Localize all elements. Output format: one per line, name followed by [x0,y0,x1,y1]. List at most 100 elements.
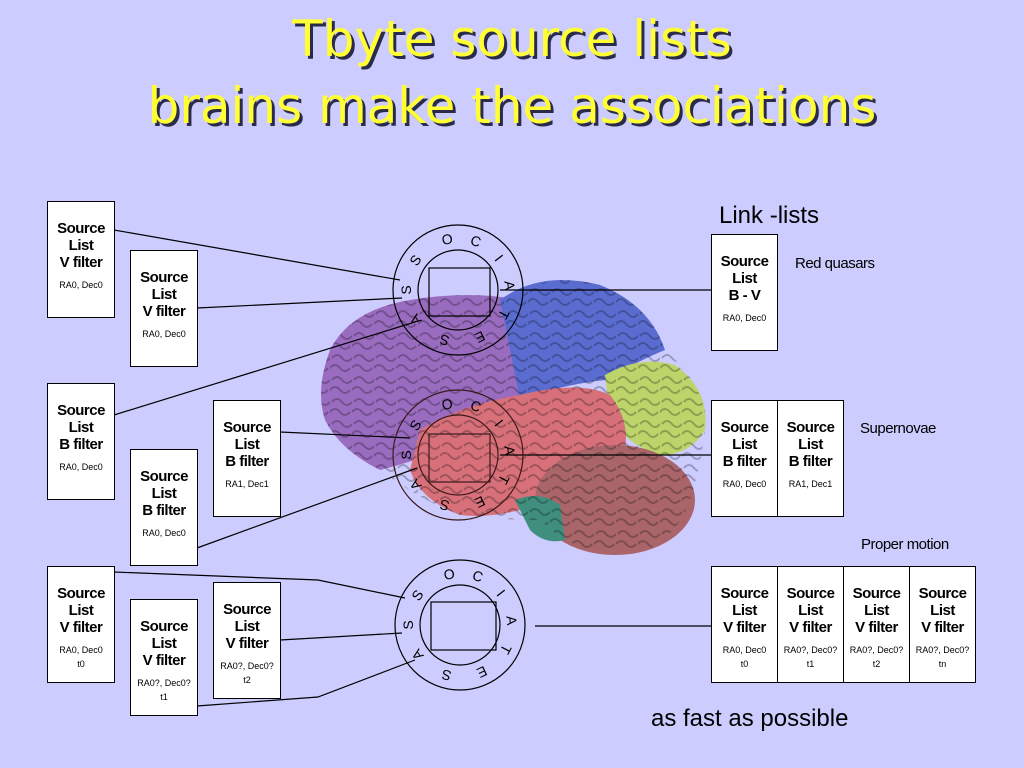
ring-letter: C [468,397,483,415]
source-list-epoch: t0 [77,659,85,669]
source-list-filter: V filter [855,619,898,636]
source-list-filter: V filter [789,619,832,636]
source-list-b-filter-2: Source List B filter RA1, Dec1 [213,400,281,517]
source-list-heading: Source List [720,253,769,287]
source-list-filter: B filter [722,453,767,470]
source-list-coords: RA0?, Dec0? [783,645,838,655]
source-list-filter: V filter [142,652,186,669]
source-list-filter: V filter [225,635,269,652]
source-list-coords: RA0?, Dec0? [137,678,191,688]
ring-letter: A [501,280,518,291]
link-list-supernovae-1: Source List B filter RA0, Dec0 [711,400,778,517]
source-list-epoch: t2 [872,659,881,669]
link-list-proper-motion-tn: Source List V filter RA0?, Dec0? tn [909,566,976,683]
source-list-filter: B filter [59,436,103,453]
title-line-2: brains make the associations [147,77,877,135]
source-list-coords: RA0?, Dec0? [915,645,970,655]
source-list-filter: V filter [59,619,103,636]
source-list-filter: B filter [225,453,269,470]
source-list-coords: RA0, Dec0 [722,645,767,655]
source-list-epoch: tn [938,659,947,669]
ring-letter: A [503,615,520,626]
source-list-heading: Source List [720,419,769,453]
ring-letter: S [438,331,451,349]
source-list-b-filter-1: Source List B filter RA0, Dec0 [47,383,115,500]
source-list-coords: RA0, Dec0 [142,329,186,339]
source-list-heading: Source List [223,601,271,635]
source-list-heading: Source List [140,269,188,303]
source-list-epoch: t2 [243,675,251,685]
ring-letter: C [470,567,485,585]
ring-letter: A [406,476,425,493]
link-list-proper-motion-t0: Source List V filter RA0, Dec0 t0 [711,566,778,683]
ring-letter: S [406,417,424,434]
ring-letter: A [406,311,425,328]
footer-caption: as fast as possible [651,705,849,732]
source-list-filter: V filter [921,619,964,636]
source-list-coords: RA0, Dec0 [722,313,767,323]
source-list-coords: RA0, Dec0 [142,528,186,538]
ring-letter: S [440,666,453,684]
source-list-v-filter-2: Source List V filter RA0, Dec0 [130,250,198,367]
ring-letter: C [468,232,483,250]
ring-letter: O [440,395,454,413]
category-supernovae: Supernovae [860,420,936,437]
source-list-b-filter-3: Source List B filter RA0, Dec0 [130,449,198,566]
source-list-heading: Source List [786,419,835,453]
source-list-coords: RA0, Dec0 [59,645,103,655]
source-list-coords: RA1, Dec1 [788,479,833,489]
ring-letter: T [497,642,515,657]
ring-letter: E [472,328,487,346]
source-list-v-filter-t0: Source List V filter RA0, Dec0 t0 [47,566,115,683]
ring-letter: S [398,450,414,459]
ring-letter: E [474,663,489,681]
category-red-quasars: Red quasars [795,255,875,272]
source-list-heading: Source List [918,585,967,619]
source-list-filter: V filter [142,303,186,320]
source-list-coords: RA1, Dec1 [225,479,269,489]
ring-letter: S [400,620,416,629]
ring-letter: E [472,493,487,511]
source-list-filter: B - V [728,287,761,304]
source-list-heading: Source List [786,585,835,619]
source-list-heading: Source List [140,468,188,502]
source-list-epoch: t1 [160,692,168,702]
ring-letter: I [491,252,506,265]
ring-letter: O [442,565,456,583]
source-list-coords: RA0, Dec0 [722,479,767,489]
source-list-heading: Source List [57,402,105,436]
link-list-supernovae-2: Source List B filter RA1, Dec1 [777,400,844,517]
source-list-epoch: t1 [806,659,815,669]
ring-letter: S [398,285,414,294]
ring-letter: I [491,417,506,430]
ring-letter: A [408,646,427,663]
ring-letter: S [408,587,426,604]
source-list-heading: Source List [57,220,105,254]
source-list-heading: Source List [852,585,901,619]
source-list-filter: V filter [59,254,103,271]
ring-letter: S [438,496,451,514]
link-list-proper-motion-t2: Source List V filter RA0?, Dec0? t2 [843,566,910,683]
source-list-v-filter-t1: Source List V filter RA0?, Dec0? t1 [130,599,198,716]
link-list-b-minus-v: Source List B - V RA0, Dec0 [711,234,778,351]
source-list-heading: Source List [57,585,105,619]
source-list-v-filter-1: Source List V filter RA0, Dec0 [47,201,115,318]
title-line-1: Tbyte source lists [292,10,732,68]
ring-letter: O [440,230,454,248]
source-list-coords: RA0, Dec0 [59,280,103,290]
source-list-heading: Source List [140,618,188,652]
source-list-filter: V filter [723,619,766,636]
link-lists-label: Link -lists [719,202,820,229]
link-list-proper-motion-t1: Source List V filter RA0?, Dec0? t1 [777,566,844,683]
source-list-coords: RA0?, Dec0? [220,661,274,671]
source-list-filter: B filter [142,502,186,519]
source-list-filter: B filter [788,453,833,470]
source-list-coords: RA0, Dec0 [59,462,103,472]
category-proper-motion: Proper motion [861,536,949,553]
source-list-coords: RA0?, Dec0? [849,645,904,655]
ring-letter: T [495,307,513,322]
ring-letter: S [406,252,424,269]
ring-letter: T [495,472,513,487]
ring-letter: I [493,587,508,600]
